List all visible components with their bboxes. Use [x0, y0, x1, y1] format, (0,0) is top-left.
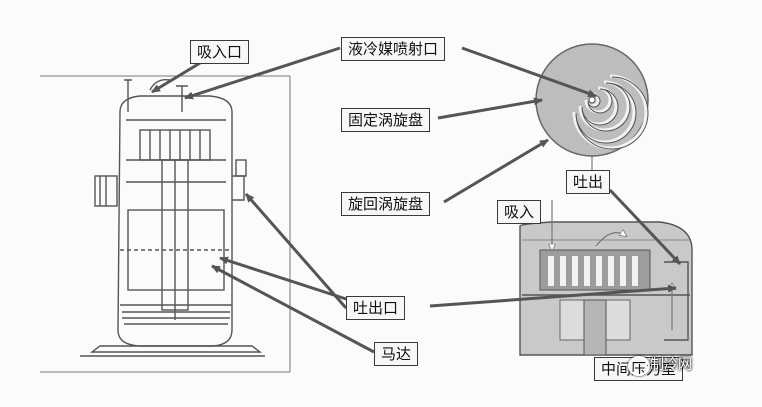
watermark-text: 制冷网	[650, 357, 692, 373]
label-liquid-injection-port: 液冷媒喷射口	[341, 37, 446, 61]
label-fixed-scroll: 固定涡旋盘	[341, 108, 431, 132]
scroll-disc	[535, 43, 649, 172]
label-discharge-port: 吐出口	[346, 296, 406, 320]
label-discharge: 吐出	[566, 170, 611, 194]
label-suction: 吸入	[497, 200, 542, 224]
section-view	[519, 200, 693, 356]
compressor-drawing	[80, 79, 265, 357]
label-motor: 马达	[374, 342, 419, 366]
wechat-icon	[628, 356, 650, 376]
label-suction-port: 吸入口	[190, 40, 250, 64]
leader-arrows	[151, 46, 682, 354]
label-orbiting-scroll: 旋回涡旋盘	[341, 192, 431, 216]
